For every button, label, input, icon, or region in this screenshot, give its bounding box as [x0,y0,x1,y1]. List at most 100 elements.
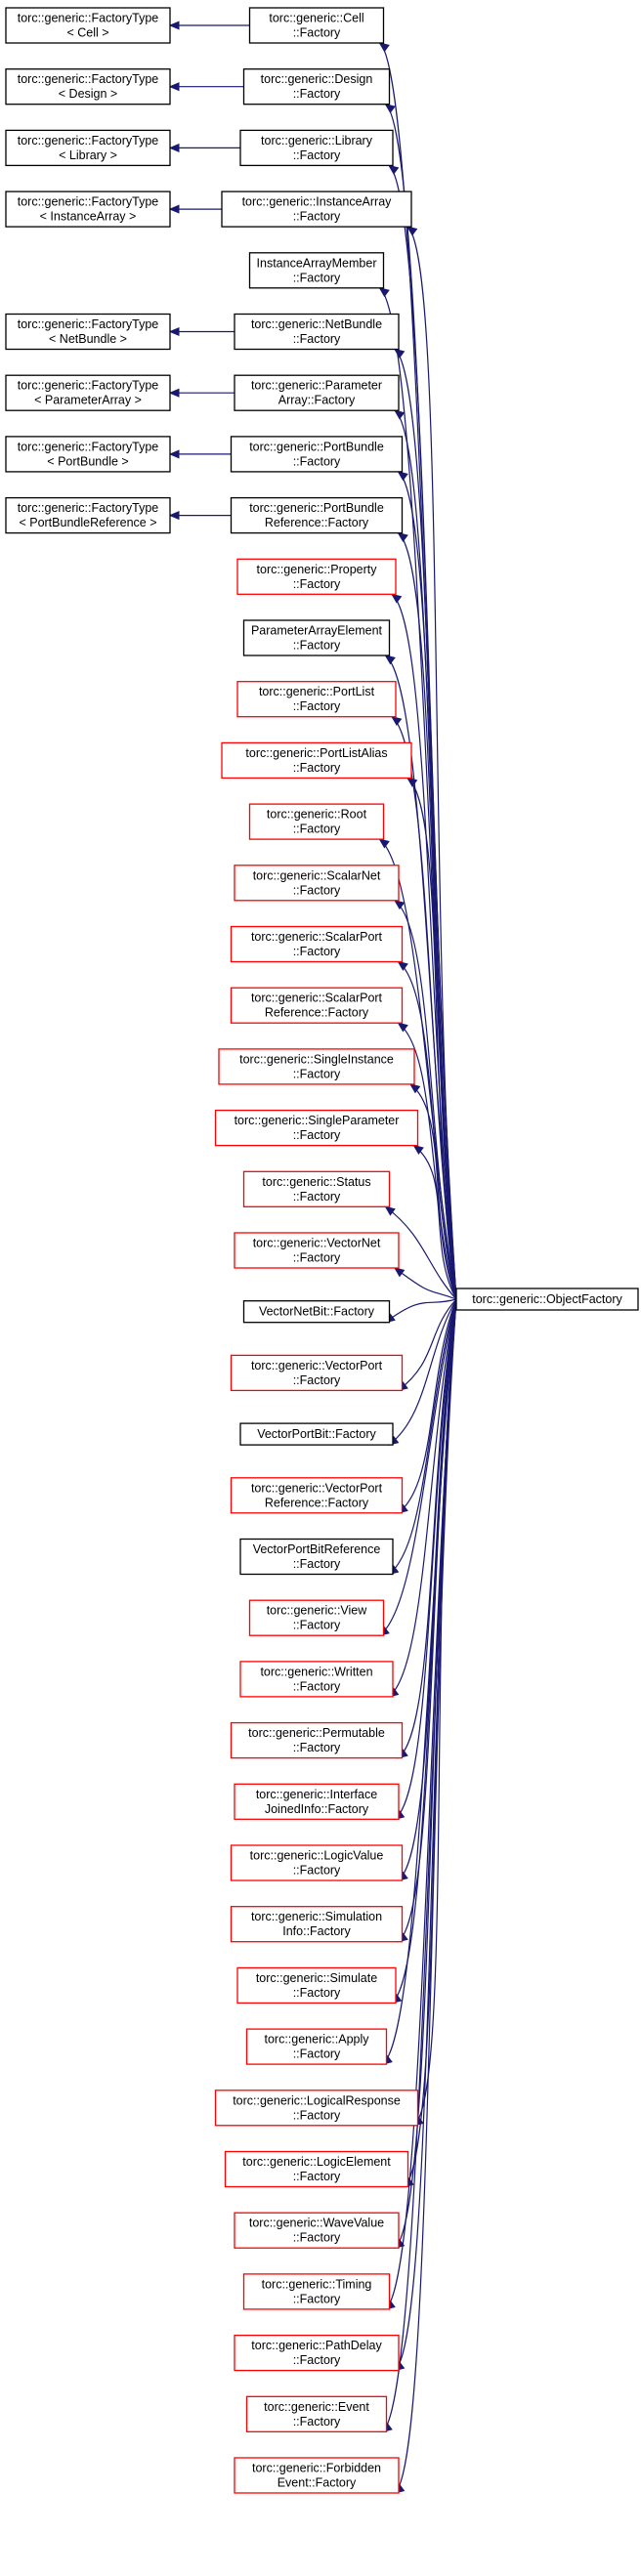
node-base-port-bundle-reference[interactable]: torc::generic::FactoryType< PortBundleRe… [5,496,171,534]
vector-net-bit-label-line-1: VectorNetBit::Factory [259,1305,375,1319]
single-parameter-box [214,1109,419,1147]
node-logical-response[interactable]: torc::generic::LogicalResponse::Factory [214,2090,419,2127]
node-wave-value[interactable]: torc::generic::WaveValue::Factory [234,2212,400,2249]
node-base-net-bundle[interactable]: torc::generic::FactoryType< NetBundle > [5,313,171,351]
base-instance-array-box [5,190,171,228]
node-scalar-port-reference[interactable]: torc::generic::ScalarPortReference::Fact… [230,987,404,1024]
vector-port-bit-box [239,1422,394,1446]
node-instance-array-member[interactable]: InstanceArrayMember::Factory [248,252,385,289]
logical-response-box [214,2090,419,2127]
edge-vector-port [398,1298,457,1391]
cell-label-line-2: ::Factory [293,26,341,40]
edge-logic-value [398,1298,457,1881]
port-list-label-line-2: ::Factory [293,699,341,713]
edge-event [382,1298,457,2432]
node-interface-joined-info[interactable]: torc::generic::InterfaceJoinedInfo::Fact… [234,1783,400,1820]
node-scalar-net[interactable]: torc::generic::ScalarNet::Factory [234,865,400,902]
timing-label-line-2: ::Factory [293,2292,341,2305]
node-logic-element[interactable]: torc::generic::LogicElement::Factory [224,2150,409,2188]
node-base-design[interactable]: torc::generic::FactoryType< Design > [5,68,171,106]
node-base-port-bundle[interactable]: torc::generic::FactoryType< PortBundle > [5,436,171,473]
node-object-factory[interactable]: torc::generic::ObjectFactory [455,1288,639,1311]
node-path-delay[interactable]: torc::generic::PathDelay::Factory [234,2334,400,2372]
event-label-line-2: ::Factory [293,2415,341,2428]
base-net-bundle-label-line-2: < NetBundle > [49,332,127,346]
arrowhead-parameter-array-element [384,655,396,665]
node-vector-port[interactable]: torc::generic::VectorPort::Factory [230,1354,404,1392]
node-net-bundle[interactable]: torc::generic::NetBundle::Factory [234,313,400,351]
node-written[interactable]: torc::generic::Written::Factory [239,1661,394,1698]
node-instance-array[interactable]: torc::generic::InstanceArray::Factory [221,190,412,228]
node-logic-value[interactable]: torc::generic::LogicValue::Factory [230,1844,404,1881]
logic-value-box [230,1844,404,1881]
node-base-library[interactable]: torc::generic::FactoryType< Library > [5,129,171,167]
node-timing[interactable]: torc::generic::Timing::Factory [242,2273,391,2310]
node-vector-net[interactable]: torc::generic::VectorNet::Factory [234,1232,400,1269]
node-property[interactable]: torc::generic::Property::Factory [236,558,397,595]
node-library[interactable]: torc::generic::Library::Factory [239,129,394,167]
node-port-list[interactable]: torc::generic::PortList::Factory [236,681,397,718]
single-parameter-label-line-2: ::Factory [293,1128,341,1142]
arrowhead-instance-array [406,226,418,236]
node-vector-port-bit-reference[interactable]: VectorPortBitReference::Factory [239,1538,394,1576]
node-base-instance-array[interactable]: torc::generic::FactoryType< InstanceArra… [5,190,171,228]
arrowhead-scalar-port [397,960,408,971]
node-cell[interactable]: torc::generic::Cell::Factory [248,7,385,44]
base-port-bundle-reference-label-line-2: < PortBundleReference > [19,516,156,529]
node-vector-port-reference[interactable]: torc::generic::VectorPortReference::Fact… [230,1477,404,1514]
scalar-net-label-line-2: ::Factory [293,883,341,897]
node-single-parameter[interactable]: torc::generic::SingleParameter::Factory [214,1109,419,1147]
node-design[interactable]: torc::generic::Design::Factory [242,68,391,106]
port-list-box [236,681,397,718]
view-label-line-1: torc::generic::View [267,1604,368,1618]
status-box [242,1170,391,1207]
interface-joined-info-label-line-1: torc::generic::Interface [256,1788,377,1801]
node-port-list-alias[interactable]: torc::generic::PortListAlias::Factory [221,741,412,780]
arrowhead-library [387,164,400,175]
node-view[interactable]: torc::generic::View::Factory [248,1599,385,1636]
node-vector-net-bit[interactable]: VectorNetBit::Factory [242,1300,391,1324]
base-library-box [5,129,171,167]
node-parameter-array[interactable]: torc::generic::ParameterArray::Factory [234,374,400,411]
base-design-box [5,68,171,106]
arrowhead-property [390,593,403,604]
node-scalar-port[interactable]: torc::generic::ScalarPort::Factory [230,925,404,963]
logic-element-label-line-1: torc::generic::LogicElement [242,2155,391,2169]
node-status[interactable]: torc::generic::Status::Factory [242,1170,391,1207]
node-base-parameter-array[interactable]: torc::generic::FactoryType< ParameterArr… [5,374,171,411]
node-port-bundle[interactable]: torc::generic::PortBundle::Factory [230,436,404,473]
edge-single-instance [409,1083,457,1300]
node-permutable[interactable]: torc::generic::Permutable::Factory [230,1721,404,1759]
interface-joined-info-box [234,1783,400,1820]
node-vector-port-bit[interactable]: VectorPortBit::Factory [239,1422,394,1446]
arrowhead-base-design [168,82,180,92]
node-root-factory[interactable]: torc::generic::Root::Factory [248,803,385,840]
forbidden-event-box [234,2457,400,2494]
node-parameter-array-element[interactable]: ParameterArrayElement::Factory [242,619,391,656]
node-single-instance[interactable]: torc::generic::SingleInstance::Factory [218,1048,415,1085]
node-event[interactable]: torc::generic::Event::Factory [245,2395,388,2432]
design-label-line-2: ::Factory [293,87,341,101]
object-factory-box [455,1288,639,1311]
edge-port-bundle-reference [398,532,457,1300]
base-cell-box [5,7,171,44]
port-list-alias-label-line-1: torc::generic::PortListAlias [245,746,387,760]
arrowhead-net-bundle [393,348,406,359]
node-port-bundle-reference[interactable]: torc::generic::PortBundleReference::Fact… [230,496,404,534]
view-box [248,1599,385,1636]
node-simulate[interactable]: torc::generic::Simulate::Factory [236,1966,397,2005]
arrowhead-base-library [168,143,180,152]
port-bundle-reference-label-line-2: Reference::Factory [265,516,369,529]
port-list-alias-box [221,741,412,780]
base-parameter-array-box [5,374,171,411]
logical-response-label-line-2: ::Factory [293,2108,341,2122]
arrowhead-base-cell [168,21,180,30]
wave-value-box [234,2212,400,2249]
node-base-cell[interactable]: torc::generic::FactoryType< Cell > [5,7,171,44]
object-factory-label-line-1: torc::generic::ObjectFactory [472,1292,622,1306]
scalar-port-box [230,925,404,963]
node-apply[interactable]: torc::generic::Apply::Factory [245,2028,388,2065]
vector-port-reference-box [230,1477,404,1514]
